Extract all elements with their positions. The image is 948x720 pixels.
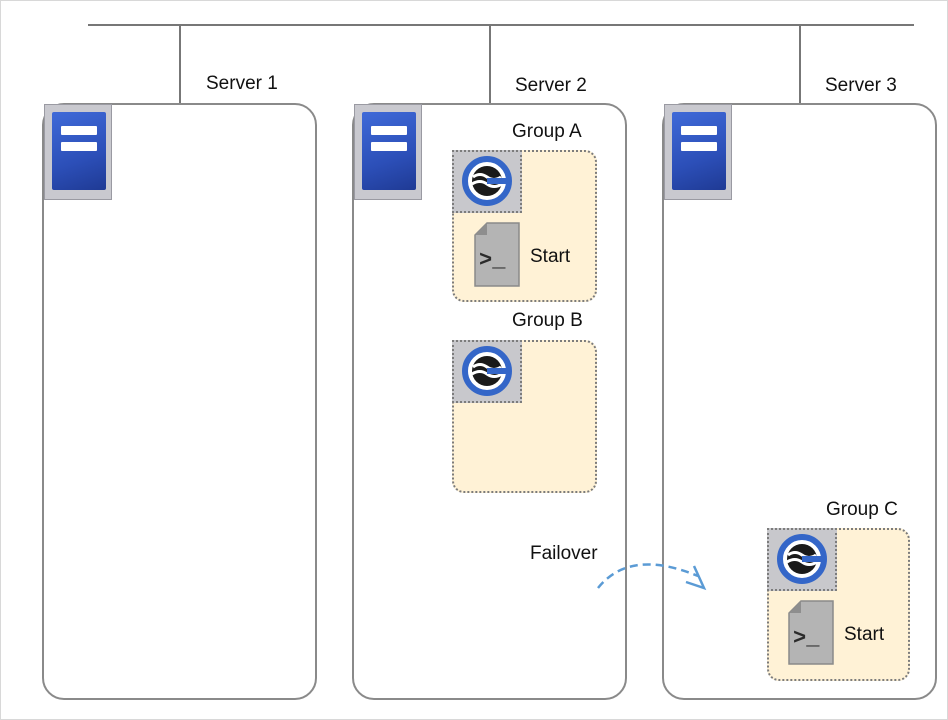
svg-text:>_: >_ [479,248,506,273]
server-icon [354,104,422,200]
clusterpro-group-icon [452,340,522,403]
script-icon: >_ [788,600,834,665]
server-2-label: Server 2 [515,75,587,96]
group-b-label: Group B [512,310,583,331]
group-c-start-label: Start [844,624,885,645]
failover-label: Failover [530,543,598,564]
clusterpro-group-icon [452,150,522,213]
server-icon [664,104,732,200]
group-c-label: Group C [826,499,898,520]
server-1-label: Server 1 [206,73,278,94]
failover-arrow [597,563,707,591]
server-3-label: Server 3 [825,75,897,96]
server-icon [44,104,112,200]
server-1-box [42,103,317,700]
script-icon: >_ [474,222,520,287]
group-a-start-label: Start [530,246,571,267]
svg-text:>_: >_ [793,626,820,651]
group-a-box [452,150,597,302]
group-a-label: Group A [512,121,582,142]
clusterpro-group-icon [767,528,837,591]
